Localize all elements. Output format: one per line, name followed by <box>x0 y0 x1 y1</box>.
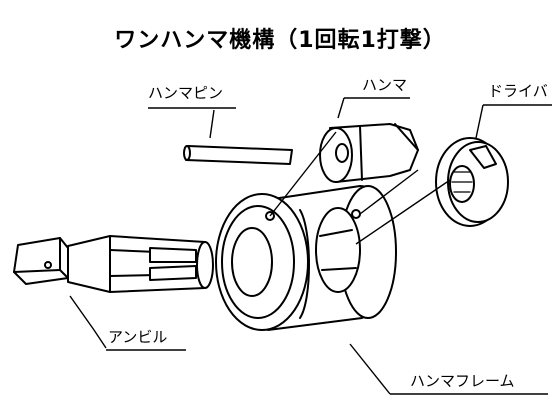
hammer-frame-part <box>215 185 397 331</box>
hammer-pin-part <box>183 145 293 165</box>
hammer-part <box>319 123 419 183</box>
label-hammer-frame: ハンマフレーム <box>410 372 515 390</box>
label-hammer-pin: ハンマピン <box>148 84 224 102</box>
anvil-part <box>13 235 214 293</box>
label-anvil: アンビル <box>108 328 168 346</box>
driver-part <box>435 137 509 227</box>
label-hammer: ハンマ <box>362 76 408 94</box>
label-driver: ドライバ <box>488 82 548 100</box>
diagram-title: ワンハンマ機構（1回転1打撃） <box>114 28 446 53</box>
